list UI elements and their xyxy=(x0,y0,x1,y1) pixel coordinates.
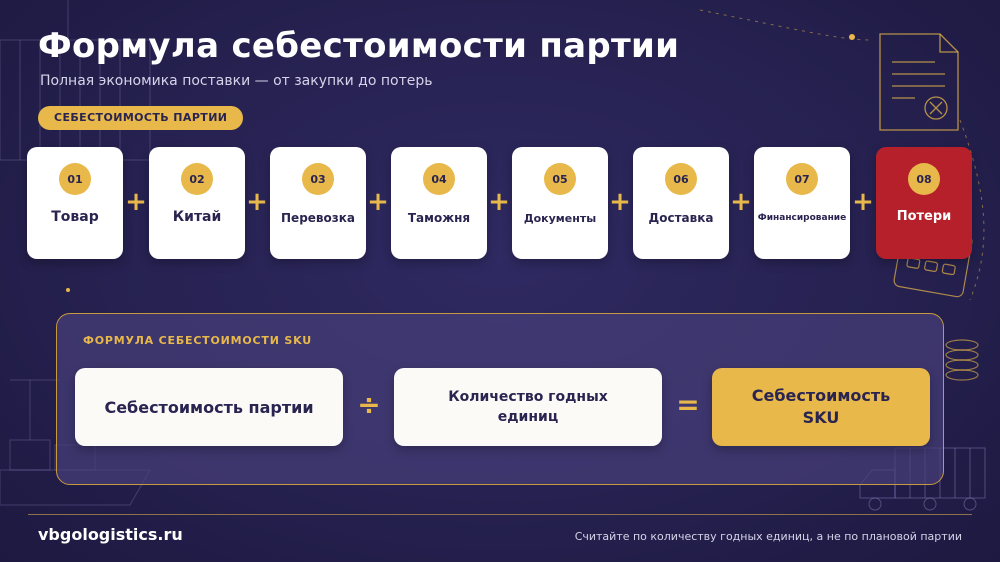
plus-sign: + xyxy=(246,187,268,217)
formula-result: Себестоимость SKU xyxy=(712,368,930,446)
step-label: Китай xyxy=(172,209,222,225)
denominator-text: Количество годных единиц xyxy=(448,389,608,425)
step-number: 05 xyxy=(544,163,576,195)
plus-sign: + xyxy=(367,187,389,217)
result-text: Себестоимость SKU xyxy=(751,386,891,427)
step-label: Потери xyxy=(896,209,952,224)
step-label: Товар xyxy=(51,209,99,225)
cost-steps: 01 Товар + 02 Китай + 03 Перевозка + 04 … xyxy=(0,147,1000,259)
step-label: Доставка xyxy=(648,211,714,225)
step-card-documents: 05 Документы xyxy=(512,147,608,259)
section-pill: СЕБЕСТОИМОСТЬ ПАРТИИ xyxy=(38,106,244,130)
step-number: 08 xyxy=(908,163,940,195)
step-number: 01 xyxy=(59,163,91,195)
step-number: 04 xyxy=(423,163,455,195)
step-card-losses: 08 Потери xyxy=(876,147,972,259)
sku-formula-panel: ФОРМУЛА СЕБЕСТОИМОСТИ SKU Себестоимость … xyxy=(56,313,944,485)
step-label: Финансирование xyxy=(757,213,847,223)
panel-label: ФОРМУЛА СЕБЕСТОИМОСТИ SKU xyxy=(83,334,312,347)
numerator-text: Себестоимость партии xyxy=(104,397,314,417)
step-card-delivery: 06 Доставка xyxy=(633,147,729,259)
step-card-customs: 04 Таможня xyxy=(391,147,487,259)
footer-note: Считайте по количеству годных единиц, а … xyxy=(574,530,962,543)
plus-sign: + xyxy=(852,187,874,217)
step-number: 03 xyxy=(302,163,334,195)
step-number: 06 xyxy=(665,163,697,195)
formula-denominator: Количество годных единиц xyxy=(394,368,662,446)
step-label: Перевозка xyxy=(281,211,355,225)
step-card-transport: 03 Перевозка xyxy=(270,147,366,259)
divide-sign: ÷ xyxy=(357,388,381,421)
page-title: Формула себестоимости партии xyxy=(38,26,680,66)
equals-sign: = xyxy=(676,388,700,421)
step-card-china: 02 Китай xyxy=(149,147,245,259)
footer-site: vbgologistics.ru xyxy=(38,525,183,544)
step-label: Таможня xyxy=(407,211,471,225)
step-card-goods: 01 Товар xyxy=(27,147,123,259)
plus-sign: + xyxy=(125,187,147,217)
page-subtitle: Полная экономика поставки — от закупки д… xyxy=(40,73,433,89)
step-card-financing: 07 Финансирование xyxy=(754,147,850,259)
step-number: 07 xyxy=(786,163,818,195)
plus-sign: + xyxy=(609,187,631,217)
step-label: Документы xyxy=(523,212,597,225)
footer-divider xyxy=(28,514,972,515)
formula-numerator: Себестоимость партии xyxy=(75,368,343,446)
plus-sign: + xyxy=(730,187,752,217)
step-number: 02 xyxy=(181,163,213,195)
plus-sign: + xyxy=(488,187,510,217)
